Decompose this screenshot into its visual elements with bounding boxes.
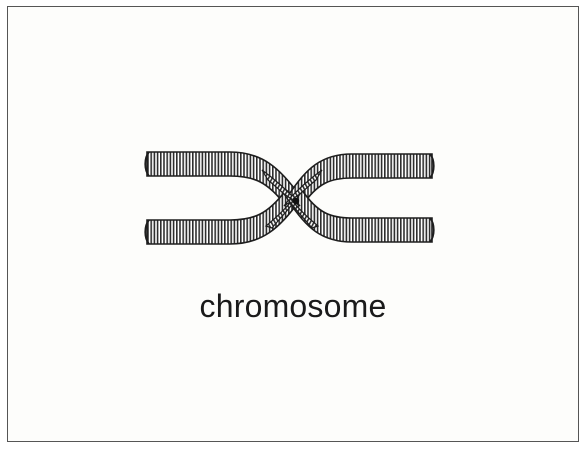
centromere-dot [293,198,299,204]
chromatid-arm-lower-right [288,190,432,242]
diagram-caption: chromosome [0,288,586,325]
chromatid-arm-upper-left [147,152,300,206]
